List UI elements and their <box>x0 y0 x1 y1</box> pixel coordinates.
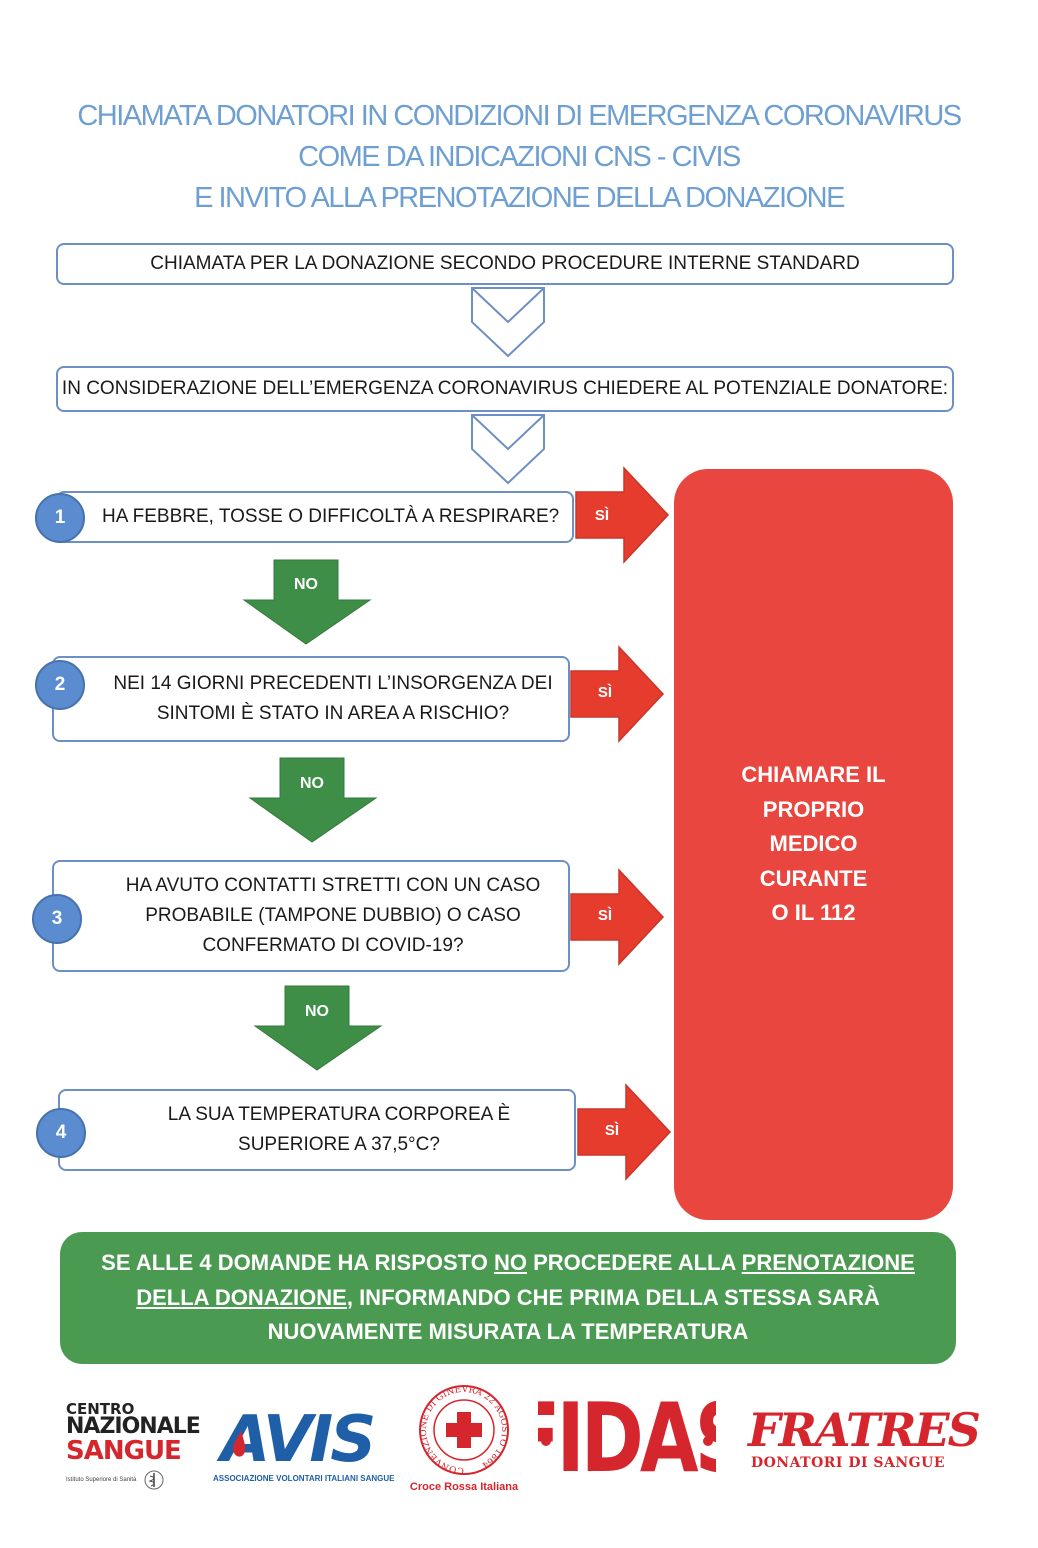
yes-arrow-2: SÌ <box>570 645 665 743</box>
cns-line1: CENTRO <box>66 1400 135 1418</box>
question-text: SINTOMI È STATO IN AREA A RISCHIO? <box>156 703 510 724</box>
question-text: SUPERIORE A 37,5°C? <box>238 1134 440 1155</box>
title-line: CHIAMATA DONATORI IN CONDIZIONI DI EMERG… <box>77 100 962 132</box>
yes-arrow-4: SÌ <box>577 1083 672 1181</box>
fratres-logo: FRATRES DONATORI DI SANGUE <box>748 1403 981 1485</box>
cns-subtitle: Istituto Superiore di Sanità <box>66 1477 137 1483</box>
question-text: PROBABILE (TAMPONE DUBBIO) O CASO <box>145 905 521 926</box>
no-label: NO <box>300 775 324 792</box>
yes-label: SÌ <box>595 507 609 524</box>
avis-subtitle: ASSOCIAZIONE VOLONTARI ITALIANI SANGUE <box>213 1474 395 1483</box>
caduceus-icon <box>144 1470 164 1490</box>
number-label: 1 <box>54 507 66 528</box>
question-box-4: LA SUA TEMPERATURA CORPOREA È SUPERIORE … <box>58 1089 576 1171</box>
call-doctor-text: CHIAMARE IL PROPRIO MEDICO CURANTE O IL … <box>741 758 885 931</box>
question-box-2: NEI 14 GIORNI PRECEDENTI L’INSORGENZA DE… <box>52 656 570 742</box>
number-label: 4 <box>55 1122 67 1143</box>
chevron-down-icon <box>471 414 545 485</box>
red-cross-emblem: CONVENZIONE DI GINEVRA 22 AGOSTO 1864 <box>419 1385 509 1475</box>
avis-mark: AVIS <box>216 1403 377 1477</box>
call-doctor-line: O IL 112 <box>771 900 856 926</box>
yes-arrow-3: SÌ <box>570 868 665 966</box>
conclusion-no-underlined: NO <box>493 1250 527 1276</box>
question-text: HA FEBBRE, TOSSE O DIFFICOLTÀ A RESPIRAR… <box>102 506 560 527</box>
fidas-logo: FIDAS <box>509 1384 750 1494</box>
title-line: COME DA INDICAZIONI CNS - CIVIS <box>298 141 741 173</box>
fidas-mark: FIDAS <box>509 1384 750 1494</box>
fidas-wordmark: FIDAS <box>538 1396 716 1486</box>
number-label: 2 <box>54 674 66 695</box>
cns-line3: SANGUE <box>66 1436 182 1466</box>
question-box-3: HA AVUTO CONTATTI STRETTI CON UN CASO PR… <box>52 860 570 972</box>
cri-name: Croce Rossa Italiana <box>409 1481 519 1493</box>
cri-logo: CONVENZIONE DI GINEVRA 22 AGOSTO 1864 Cr… <box>404 1384 524 1494</box>
no-arrow-2: NO <box>248 757 378 843</box>
yes-label: SÌ <box>605 1122 619 1139</box>
question-text: CONFERMATO DI COVID-19? <box>202 935 464 956</box>
cns-logo: CENTRO NAZIONALE SANGUE Istituto Superio… <box>66 1400 201 1494</box>
no-arrow-3: NO <box>253 985 383 1071</box>
call-doctor-line: CHIAMARE IL <box>741 762 886 788</box>
step-ask-text: IN CONSIDERAZIONE DELL’EMERGENZA CORONAV… <box>61 378 949 399</box>
step-call-text: CHIAMATA PER LA DONAZIONE SECONDO PROCED… <box>150 253 860 274</box>
blood-drop-icon <box>233 1431 246 1457</box>
fratres-wordmark: FRATRES <box>748 1403 981 1457</box>
fratres-subtitle: DONATORI DI SANGUE <box>750 1455 946 1471</box>
question-number-3: 3 <box>32 894 82 944</box>
call-doctor-box: CHIAMARE IL PROPRIO MEDICO CURANTE O IL … <box>674 469 953 1220</box>
step-call-box: CHIAMATA PER LA DONAZIONE SECONDO PROCED… <box>56 243 954 285</box>
no-label: NO <box>294 576 318 593</box>
question-number-2: 2 <box>35 660 85 710</box>
conclusion-fragment: NUOVAMENTE MISURATA LA TEMPERATURA <box>267 1319 749 1345</box>
number-label: 3 <box>51 908 63 929</box>
yes-label: SÌ <box>598 684 612 701</box>
avis-logo: AVIS ASSOCIAZIONE VOLONTARI ITALIANI SAN… <box>213 1403 395 1485</box>
page-title: CHIAMATA DONATORI IN CONDIZIONI DI EMERG… <box>0 96 1038 219</box>
conclusion-booking-underlined: PRENOTAZIONE <box>741 1250 915 1276</box>
no-label: NO <box>305 1003 329 1020</box>
title-line: E INVITO ALLA PRENOTAZIONE DELLA DONAZIO… <box>194 182 845 214</box>
question-box-1: HA FEBBRE, TOSSE O DIFFICOLTÀ A RESPIRAR… <box>56 491 574 543</box>
call-doctor-line: PROPRIO <box>762 796 865 822</box>
conclusion-text: SE ALLE 4 DOMANDE HA RISPOSTO NO PROCEDE… <box>101 1246 915 1350</box>
step-ask-box: IN CONSIDERAZIONE DELL’EMERGENZA CORONAV… <box>56 366 954 412</box>
yes-arrow-1: SÌ <box>575 466 670 564</box>
cns-line2: NAZIONALE <box>66 1414 201 1439</box>
question-text: HA AVUTO CONTATTI STRETTI CON UN CASO <box>125 875 541 896</box>
conclusion-donation-underlined: DELLA DONAZIONE <box>136 1284 347 1310</box>
no-arrow-1: NO <box>242 559 372 645</box>
question-number-1: 1 <box>35 493 85 543</box>
question-number-4: 4 <box>36 1108 86 1158</box>
conclusion-fragment: , INFORMANDO CHE PRIMA DELLA STESSA SARÀ <box>346 1284 880 1310</box>
question-text: NEI 14 GIORNI PRECEDENTI L’INSORGENZA DE… <box>113 673 553 694</box>
question-text: LA SUA TEMPERATURA CORPOREA È <box>167 1104 511 1125</box>
conclusion-fragment: PROCEDERE ALLA <box>526 1250 742 1276</box>
call-doctor-line: MEDICO <box>769 831 858 857</box>
conclusion-fragment: SE ALLE 4 DOMANDE HA RISPOSTO <box>101 1250 494 1276</box>
conclusion-box: SE ALLE 4 DOMANDE HA RISPOSTO NO PROCEDE… <box>60 1232 956 1364</box>
yes-label: SÌ <box>598 907 612 924</box>
chevron-down-icon <box>471 287 545 358</box>
call-doctor-line: CURANTE <box>759 865 868 891</box>
